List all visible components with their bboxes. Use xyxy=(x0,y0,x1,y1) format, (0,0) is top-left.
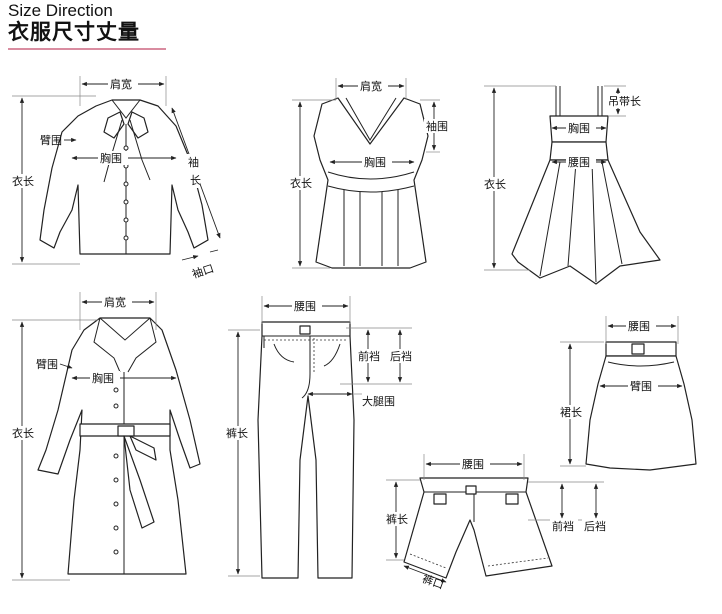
tank-chest-label: 胸围 xyxy=(364,155,386,169)
dress-measures: 吊带长 胸围 腰围 衣长 xyxy=(482,85,646,271)
skirt-measures: 腰围 臂围 裙长 xyxy=(558,316,683,467)
shorts-waist-label: 腰围 xyxy=(462,458,484,471)
shorts-front-rise-label: 前裆 xyxy=(552,519,574,533)
coat-chest-label: 胸围 xyxy=(92,371,114,385)
dress-strap-label: 吊带长 xyxy=(608,95,641,108)
pants-front-rise-label: 前裆 xyxy=(358,349,380,363)
skirt-waist-label: 腰围 xyxy=(628,320,650,333)
coat-length-label: 衣长 xyxy=(12,426,34,440)
shirt-chest-label: 胸围 xyxy=(100,151,122,165)
shirt-figure xyxy=(39,99,209,255)
coat-measures: 肩宽 胸围 臂围 衣长 xyxy=(10,292,177,581)
dress-waist-label: 腰围 xyxy=(568,156,590,169)
tank-top-figure xyxy=(313,97,429,269)
shorts-figure xyxy=(403,477,553,579)
coat-arm-label: 臂围 xyxy=(36,358,58,371)
dress-chest-label: 胸围 xyxy=(568,121,590,135)
shirt-length-label: 衣长 xyxy=(12,174,34,188)
tank-shoulder-label: 肩宽 xyxy=(360,79,382,93)
coat-shoulder-label: 肩宽 xyxy=(104,295,126,309)
skirt-length-label: 裙长 xyxy=(560,406,582,419)
pants-measures: 腰围 前裆 后裆 大腿围 裤长 xyxy=(224,296,416,577)
skirt-hip-label: 臂围 xyxy=(630,380,652,393)
title-english: Size Direction xyxy=(8,1,113,20)
pants-figure xyxy=(257,321,355,579)
dress-figure xyxy=(511,86,661,285)
shorts-measures: 腰围 前裆 后裆 裤长 裤口 xyxy=(384,454,610,592)
pants-thigh-label: 大腿围 xyxy=(362,394,395,408)
shirt-shoulder-label: 肩宽 xyxy=(110,77,132,91)
tank-length-label: 衣长 xyxy=(290,176,312,190)
shirt-sleeve-label-2: 长 xyxy=(190,174,201,187)
shirt-arm-label: 臂围 xyxy=(40,134,62,147)
shorts-length-label: 裤长 xyxy=(386,512,408,526)
header: Size Direction 衣服尺寸丈量 xyxy=(8,1,166,50)
shirt-cuff-label: 袖口 xyxy=(190,261,215,281)
coat-figure xyxy=(37,317,201,575)
dress-length-label: 衣长 xyxy=(484,177,506,191)
tank-top-measures: 肩宽 胸围 袖围 衣长 xyxy=(288,78,452,269)
pants-back-rise-label: 后裆 xyxy=(390,350,412,363)
title-underline xyxy=(8,48,166,50)
pants-length-label: 裤长 xyxy=(226,426,248,440)
shirt-sleeve-label-1: 袖 xyxy=(188,155,199,169)
shorts-back-rise-label: 后裆 xyxy=(584,520,606,533)
skirt-figure xyxy=(585,341,697,471)
shirt-measures: 肩宽 胸围 臂围 衣长 袖 长 袖口 xyxy=(10,76,221,281)
tank-armhole-label: 袖围 xyxy=(426,119,448,133)
pants-waist-label: 腰围 xyxy=(294,300,316,313)
title-chinese: 衣服尺寸丈量 xyxy=(8,20,140,44)
